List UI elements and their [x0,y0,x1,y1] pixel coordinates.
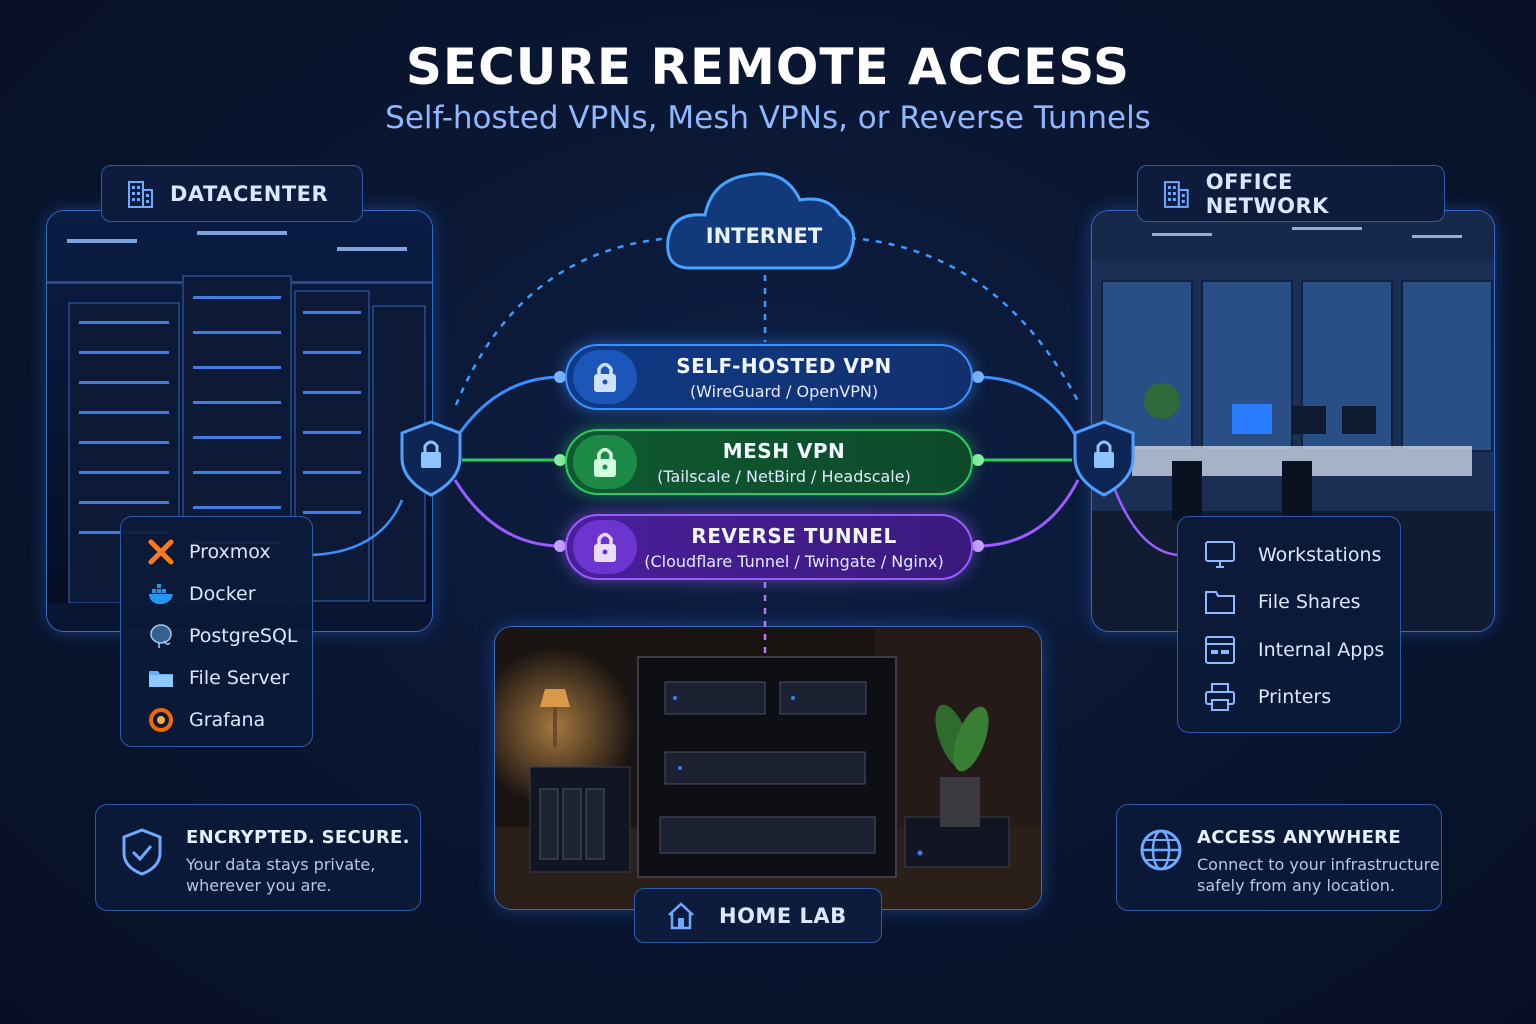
page-subtitle: Self-hosted VPNs, Mesh VPNs, or Reverse … [385,100,1151,136]
tunnel-title: MESH VPN [722,438,846,463]
tunnel-subtitle: (Tailscale / NetBird / Headscale) [657,466,911,486]
office-illustration [1092,211,1494,631]
docker-icon [149,584,173,605]
lock-icon [573,435,637,489]
building-icon [128,180,153,208]
info-title: ACCESS ANYWHERE [1197,827,1401,848]
service-label: File Server [189,667,290,689]
datacenter-link [311,499,404,557]
building-icon [1163,180,1189,208]
office-label: OFFICE NETWORK [1205,169,1329,218]
info-text-line: Connect to your infrastructure [1197,855,1440,874]
postgresql-icon [150,624,172,648]
vpn-link-right [977,375,1080,441]
proxmox-icon [148,539,174,565]
service-label: Grafana [189,709,266,731]
homelab-tag: HOME LAB [634,888,882,943]
homelab-photo [494,626,1042,910]
office-tag: OFFICE NETWORK [1137,165,1445,222]
tunnel-subtitle: (WireGuard / OpenVPN) [689,381,879,401]
folder-icon [1205,591,1235,615]
internet-cloud [666,172,855,270]
list-item[interactable]: File Shares [1204,579,1400,627]
info-text-line: Your data stays private, [186,855,376,874]
resource-label: Internal Apps [1258,638,1385,661]
service-label: Proxmox [189,541,271,563]
datacenter-label: DATACENTER [170,181,329,206]
list-item[interactable]: PostgreSQL [147,615,312,657]
globe-icon [1140,829,1182,871]
folder-icon [149,671,173,687]
vpn-link-left [453,375,561,441]
tunnel-link-right [977,479,1080,548]
homelab-label: HOME LAB [719,903,847,928]
tunnel-link-left [453,479,561,548]
info-box-secure: ENCRYPTED. SECURE. Your data stays priva… [95,804,421,911]
tunnel-pill-mesh[interactable]: MESH VPN (Tailscale / NetBird / Headscal… [565,429,973,495]
list-item[interactable]: File Server [147,657,312,699]
info-text-line: wherever you are. [186,876,332,895]
datacenter-tag: DATACENTER [101,165,363,222]
shield-lock-icon-left [400,420,462,497]
tunnel-title: SELF-HOSTED VPN [676,353,892,378]
app-window-icon [1205,635,1235,664]
list-item[interactable]: Workstations [1204,531,1400,579]
list-item[interactable]: Internal Apps [1204,626,1400,674]
tunnel-pill-reverse[interactable]: REVERSE TUNNEL (Cloudflare Tunnel / Twin… [565,514,973,580]
printer-icon [1205,683,1235,712]
info-text-line: safely from any location. [1197,876,1396,895]
tunnel-pill-self-hosted[interactable]: SELF-HOSTED VPN (WireGuard / OpenVPN) [565,344,973,410]
service-label: PostgreSQL [189,625,298,647]
lock-icon [573,520,637,574]
office-photo [1091,210,1495,632]
office-resources-panel: Workstations File Shares Internal Apps P… [1177,516,1401,733]
tunnel-title: REVERSE TUNNEL [691,523,897,548]
resource-label: Workstations [1258,543,1382,566]
list-item[interactable]: Proxmox [147,531,312,573]
list-item[interactable]: Docker [147,573,312,615]
homelab-illustration [495,627,1041,909]
office-link [1113,489,1179,557]
resource-label: File Shares [1258,591,1361,614]
service-label: Docker [189,583,256,605]
tunnel-subtitle: (Cloudflare Tunnel / Twingate / Nginx) [644,551,944,571]
monitor-icon [1205,540,1235,568]
grafana-icon [149,708,173,732]
connection-dots [554,371,984,552]
shield-lock-icon-right [1073,420,1135,497]
list-item[interactable]: Grafana [147,699,312,741]
internet-link-left [454,236,673,406]
datacenter-services-panel: Proxmox Docker PostgreSQL File Server Gr… [120,516,313,747]
info-box-anywhere: ACCESS ANYWHERE Connect to your infrastr… [1116,804,1442,911]
page-title: SECURE REMOTE ACCESS [405,38,1131,96]
list-item[interactable]: Printers [1204,674,1400,722]
info-title: ENCRYPTED. SECURE. [186,827,410,848]
house-icon [668,901,694,929]
lock-icon [573,350,637,404]
shield-check-icon [122,828,162,876]
resource-label: Printers [1258,686,1332,709]
internet-label: INTERNET [706,224,823,248]
